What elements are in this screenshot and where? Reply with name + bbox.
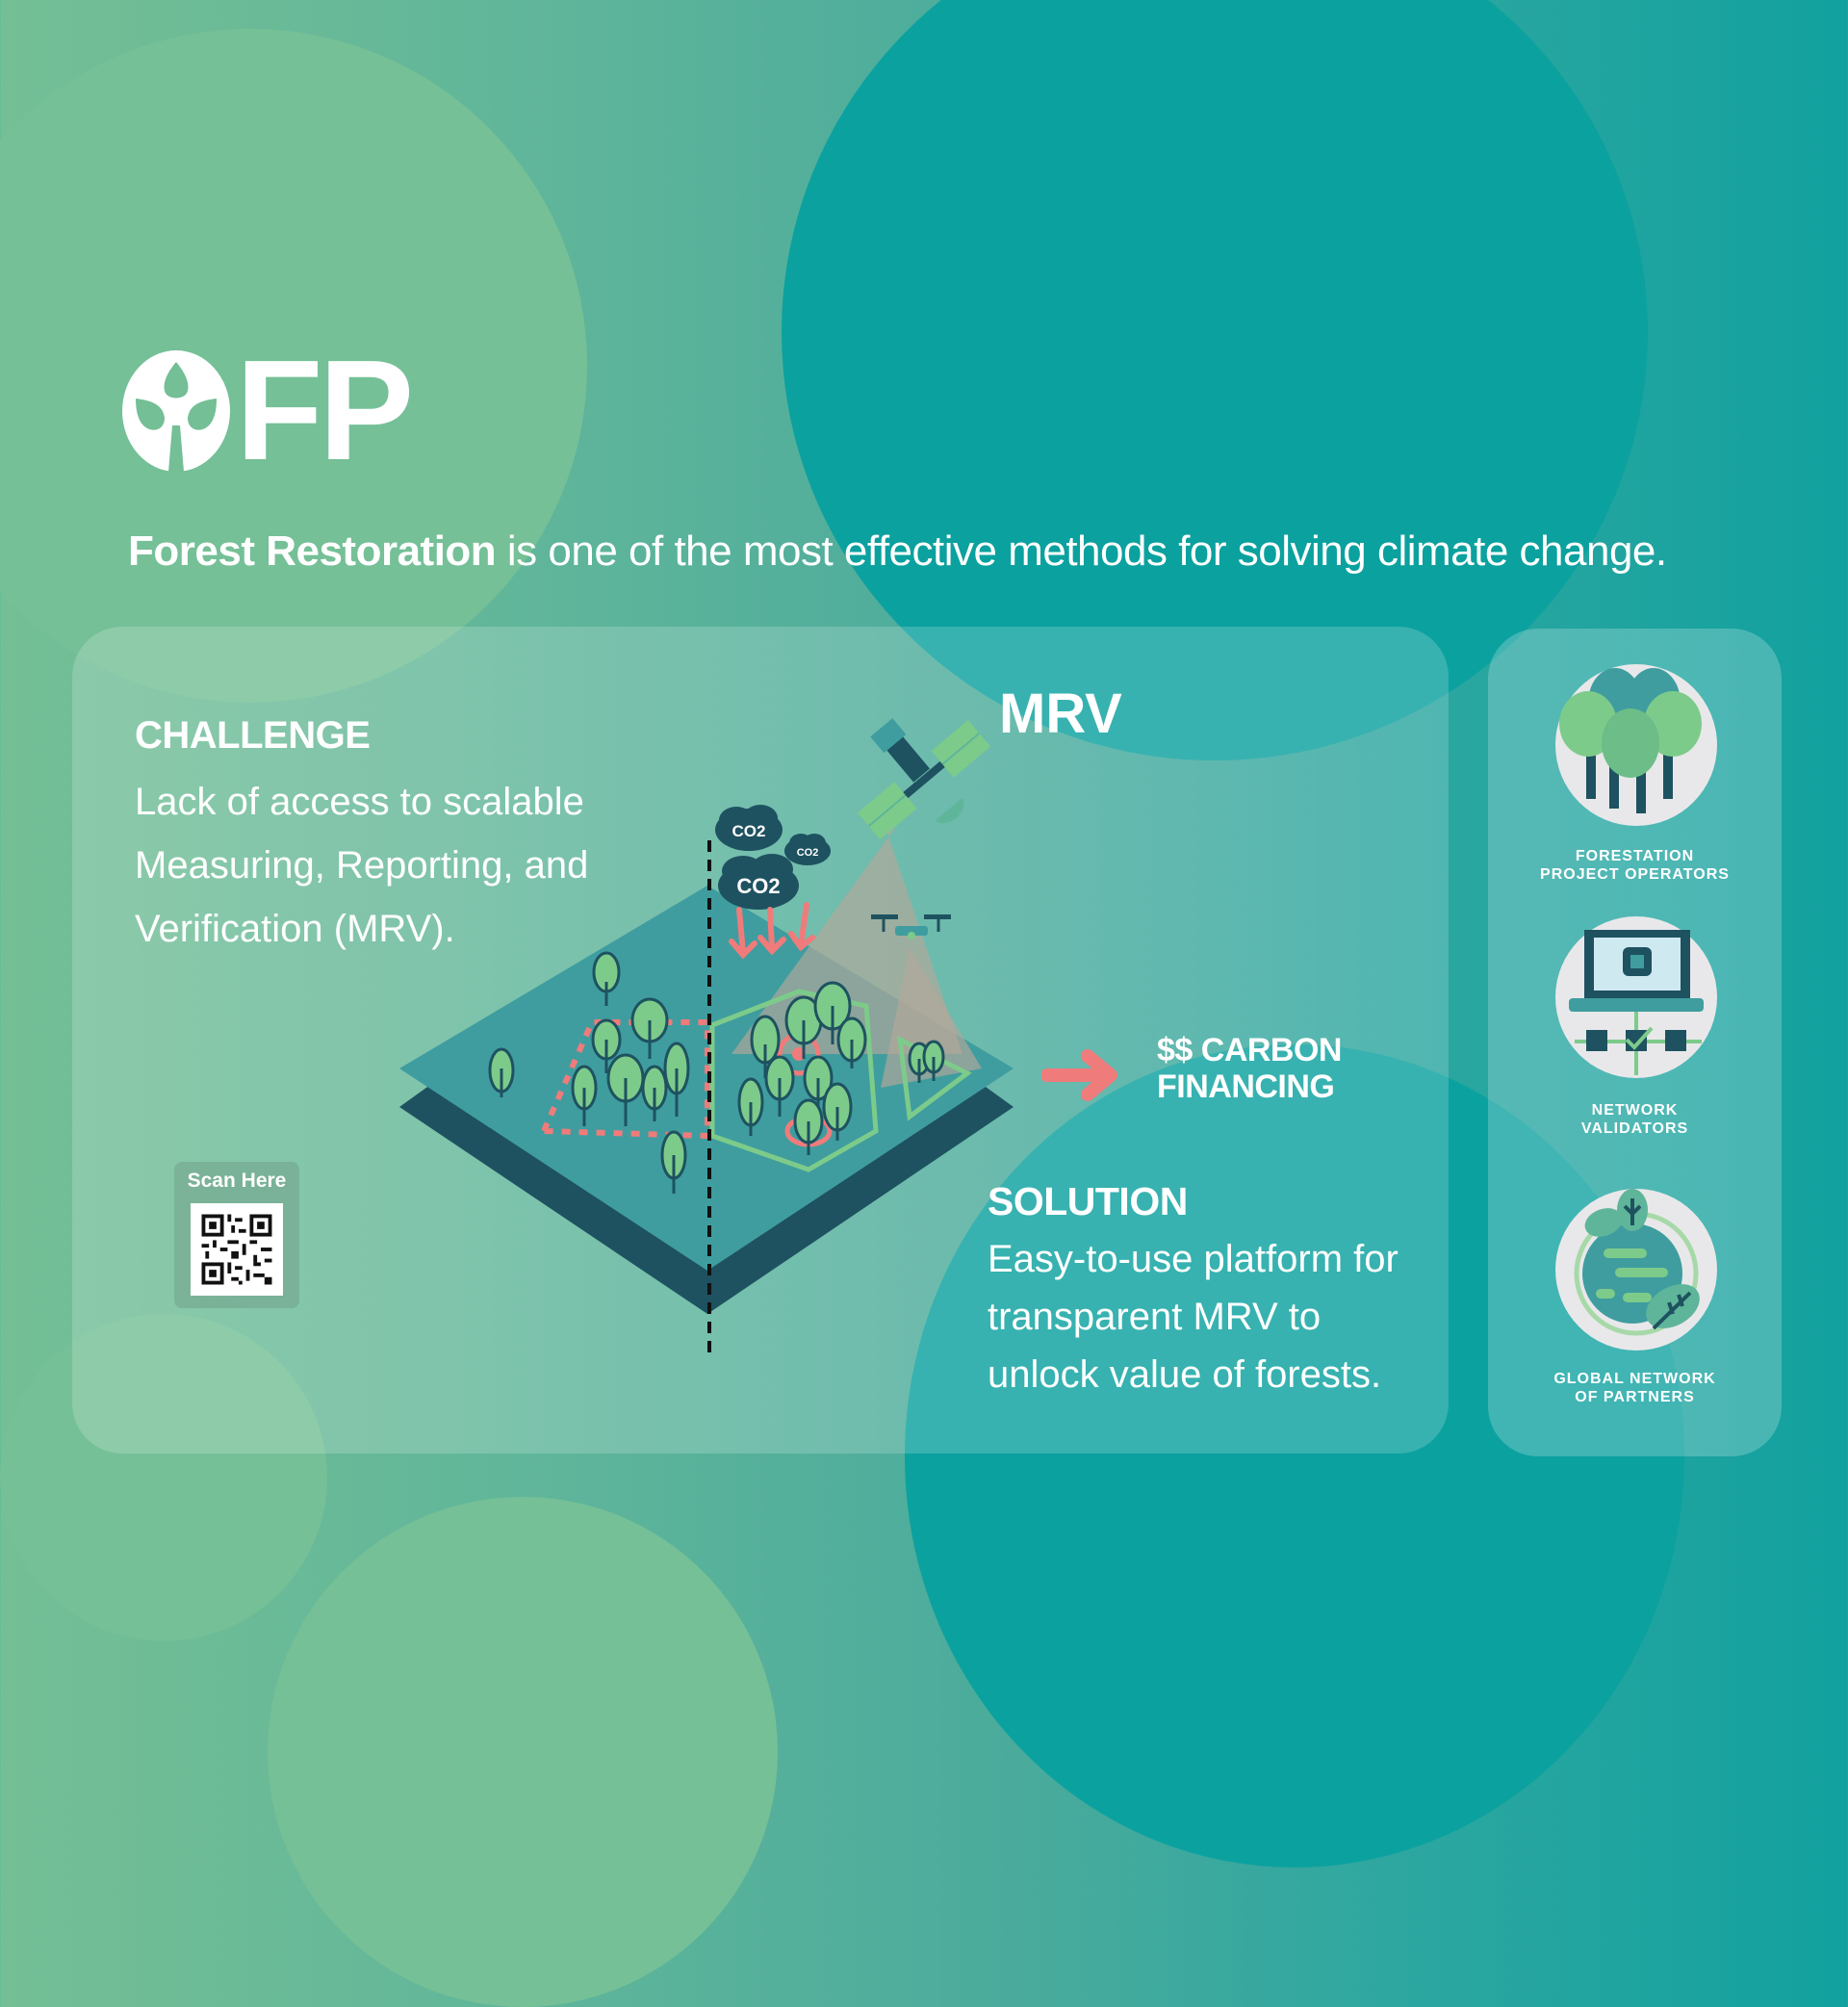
challenge-body: Lack of access to scalable Measuring, Re… bbox=[135, 781, 589, 950]
drone-beam bbox=[881, 948, 982, 1088]
qr-code-icon bbox=[191, 1203, 283, 1296]
stakeholder-network-validators: NETWORK VALIDATORS bbox=[1488, 916, 1782, 1138]
co2-label: CO2 bbox=[732, 822, 766, 840]
solution-body: Easy-to-use platform for transparent MRV… bbox=[988, 1238, 1399, 1396]
co2-clouds bbox=[715, 805, 831, 910]
bg-circle-light-bottom bbox=[268, 1497, 778, 2007]
stakeholder-label-line1: NETWORK bbox=[1591, 1102, 1679, 1119]
co2-label: CO2 bbox=[797, 847, 819, 859]
brand-logo-text: FP bbox=[236, 331, 414, 490]
stakeholder-label-line2: OF PARTNERS bbox=[1575, 1389, 1695, 1405]
stakeholder-global-partners: GLOBAL NETWORK OF PARTNERS bbox=[1488, 1189, 1782, 1420]
stakeholder-label-line2: VALIDATORS bbox=[1580, 1120, 1689, 1137]
tagline: Forest Restoration is one of the most ef… bbox=[128, 527, 1667, 576]
mrv-illustration: CO2 CO2 CO2 bbox=[399, 718, 1014, 1352]
trees-icon bbox=[1555, 664, 1717, 826]
carbon-financing-line2: FINANCING bbox=[1157, 1068, 1335, 1105]
monitored-plot bbox=[709, 989, 879, 1172]
tagline-bold: Forest Restoration bbox=[128, 527, 497, 575]
stakeholder-label-line2: PROJECT OPERATORS bbox=[1540, 866, 1730, 883]
tagline-rest: is one of the most effective methods for… bbox=[496, 527, 1667, 575]
solution-title: SOLUTION bbox=[988, 1179, 1188, 1223]
bg-circle-teal-top bbox=[782, 0, 1648, 760]
bg-circle-teal-bottom bbox=[905, 1044, 1684, 1867]
stakeholder-label-line1: FORESTATION bbox=[1575, 848, 1695, 864]
stakeholder-forestation-operators: FORESTATION PROJECT OPERATORS bbox=[1488, 664, 1782, 886]
mrv-title: MRV bbox=[999, 682, 1122, 745]
network-laptop-icon bbox=[1555, 916, 1717, 1078]
stakeholder-label: GLOBAL NETWORK OF PARTNERS bbox=[1488, 1370, 1782, 1406]
trees bbox=[488, 951, 945, 1194]
challenge-title: CHALLENGE bbox=[135, 714, 371, 757]
qr-code-panel[interactable]: Scan Here bbox=[174, 1162, 299, 1308]
carbon-financing-line1: $$ CARBON bbox=[1157, 1032, 1342, 1068]
stakeholder-label-line1: GLOBAL NETWORK bbox=[1553, 1371, 1716, 1387]
unmonitored-plot bbox=[539, 1019, 710, 1140]
bg-circle-light-mid bbox=[0, 1314, 327, 1641]
qr-label: Scan Here bbox=[187, 1170, 287, 1192]
arrow-right-icon bbox=[1041, 1049, 1117, 1101]
drone-icon bbox=[871, 914, 951, 939]
qr-code[interactable] bbox=[191, 1203, 283, 1296]
satellite-icon bbox=[857, 718, 991, 839]
absorption-arrows bbox=[729, 902, 815, 960]
carbon-financing-label: $$ CARBON FINANCING bbox=[1157, 1032, 1342, 1105]
co2-label: CO2 bbox=[736, 874, 780, 898]
stakeholder-label: FORESTATION PROJECT OPERATORS bbox=[1488, 847, 1782, 884]
globe-leaves-icon bbox=[1555, 1189, 1717, 1351]
sprout-in-circle-icon bbox=[122, 350, 230, 472]
stakeholder-label: NETWORK VALIDATORS bbox=[1488, 1101, 1782, 1138]
brand-logo: FP bbox=[122, 340, 414, 482]
bg-circle-light-top bbox=[0, 29, 587, 703]
